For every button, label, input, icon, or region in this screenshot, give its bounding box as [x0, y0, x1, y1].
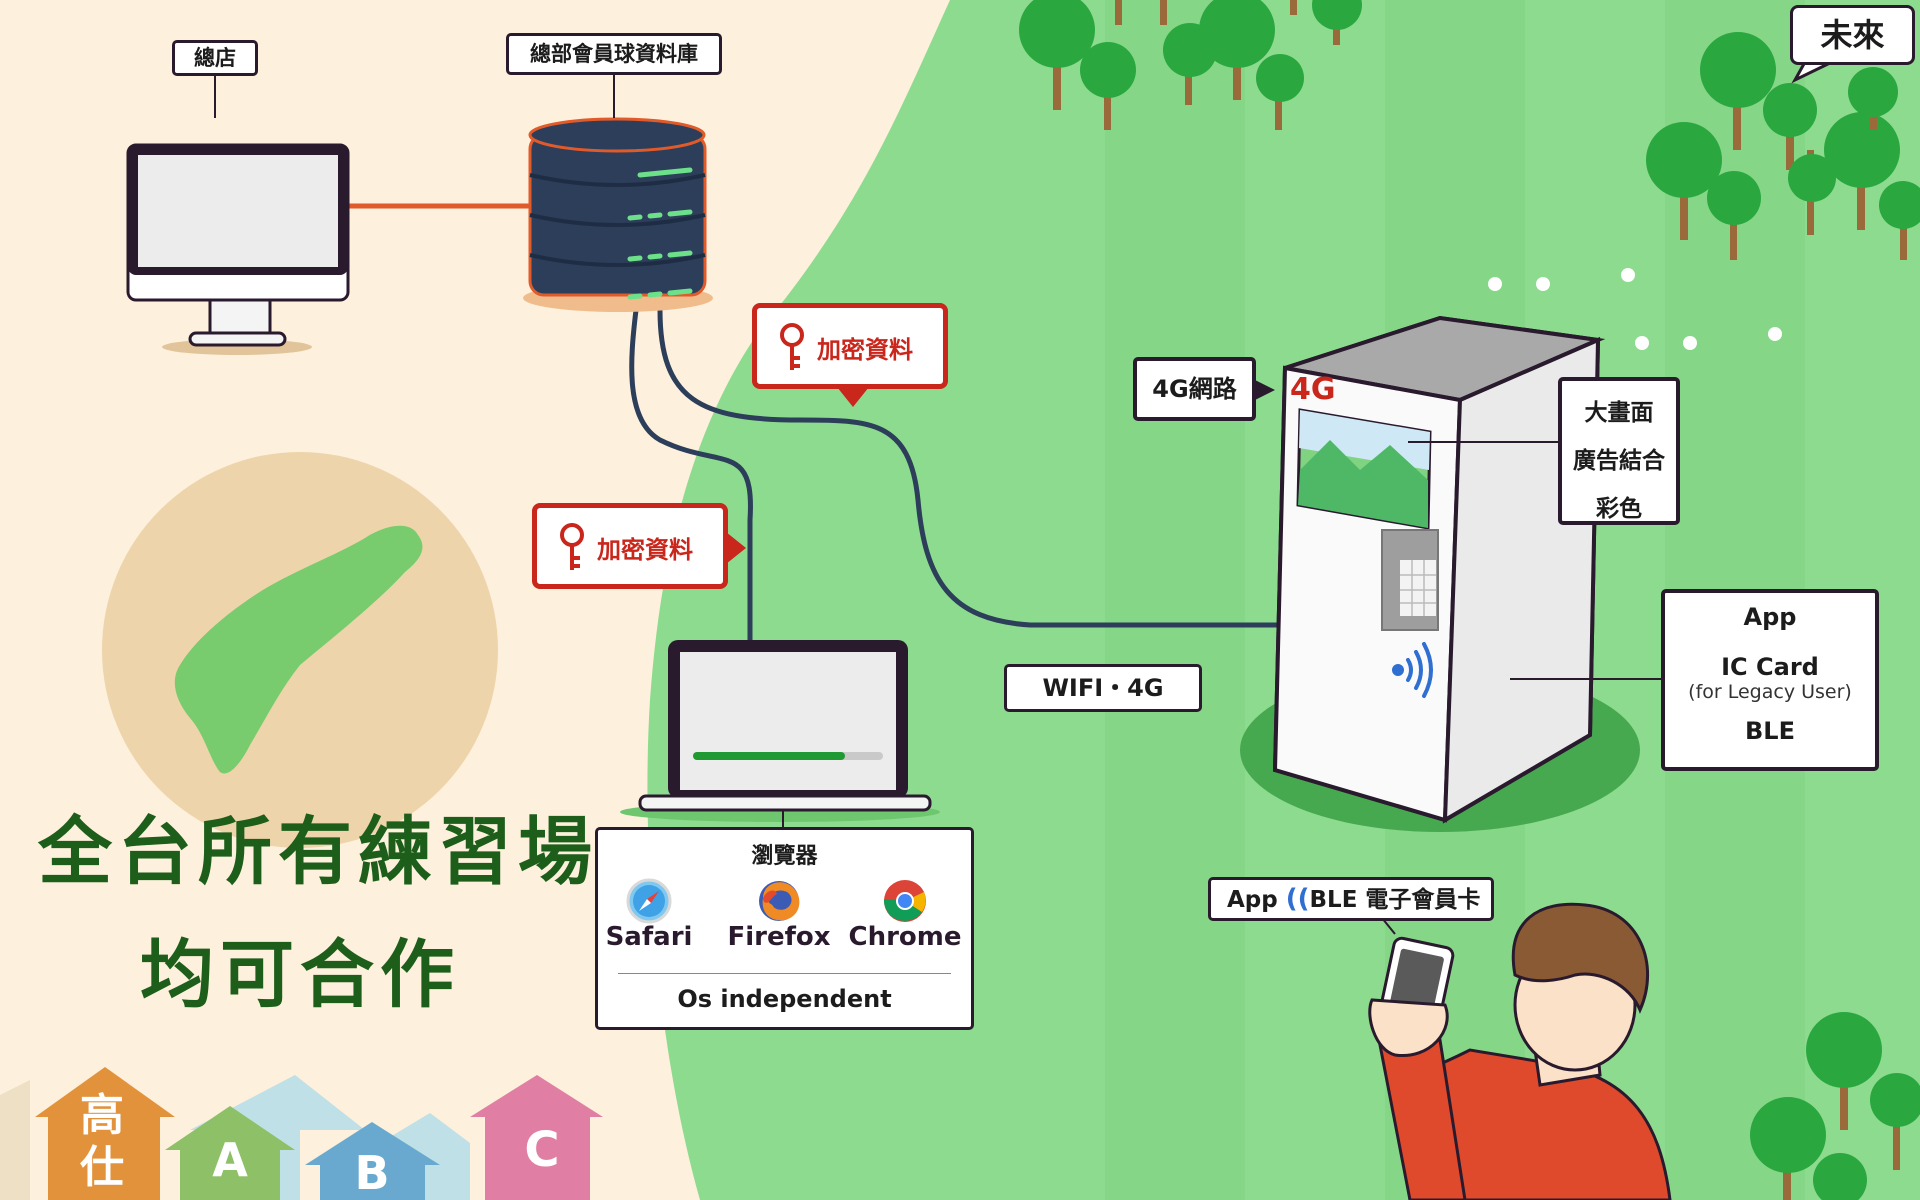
key-icon	[560, 523, 584, 570]
house-a	[165, 1106, 295, 1200]
tag-pointer-right	[726, 532, 746, 564]
screen-features-box: 大畫面 廣告結合 彩色	[1558, 377, 1680, 525]
decorative-dots	[1488, 268, 1782, 350]
feature-ble: BLE	[1745, 717, 1795, 745]
house-b	[305, 1122, 440, 1200]
network-4g-label: 4G網路	[1133, 357, 1256, 421]
feature-app: App	[1743, 603, 1797, 631]
browser-name-chrome: Chrome	[848, 922, 962, 952]
encrypted-data-tag-2: 加密資料	[532, 503, 746, 589]
house-label-gaoshi-2: 仕	[80, 1142, 124, 1193]
encrypted-data-text-1: 加密資料	[817, 336, 913, 364]
hq-database-label: 總部會員球資料庫	[506, 33, 722, 75]
safari-icon	[626, 878, 672, 924]
screen-feature-ads: 廣告結合	[1573, 448, 1665, 474]
feature-ic-card: IC Card	[1721, 653, 1819, 681]
house-gaoshi	[35, 1067, 175, 1200]
app-ble-card-label: App ((BLE 電子會員卡	[1208, 877, 1494, 921]
trees-top	[1019, 0, 1362, 130]
firefox-icon	[759, 881, 800, 921]
browser-box-title: 瀏覽器	[751, 844, 818, 869]
nfc-icon	[1392, 642, 1433, 698]
laptop	[620, 640, 940, 822]
browser-divider	[618, 973, 951, 974]
head-store-label: 總店	[172, 40, 258, 76]
db-kiosk-cable	[657, 309, 1280, 628]
wifi-4g-label: WIFI・4G	[1004, 664, 1202, 712]
trees-right	[1646, 32, 1920, 1200]
db-laptop-cable	[629, 309, 753, 650]
desktop-computer	[126, 143, 350, 355]
chrome-icon	[883, 880, 926, 922]
headline-line-2: 均可合作	[140, 932, 460, 1018]
tag-pointer-down	[837, 387, 869, 407]
ticket-kiosk	[1240, 315, 1640, 832]
key-icon	[780, 323, 804, 370]
house-label-a: A	[212, 1133, 248, 1187]
houses-row	[0, 1067, 603, 1200]
kiosk-4g-mark: 4G	[1290, 372, 1336, 407]
screen-feature-large: 大畫面	[1584, 400, 1654, 426]
os-independent-label: Os independent	[677, 985, 892, 1013]
house-label-gaoshi: 高 仕	[72, 1090, 132, 1194]
house-label-c: C	[524, 1122, 560, 1178]
house-c	[470, 1075, 603, 1200]
house-label-b: B	[354, 1146, 390, 1200]
encrypted-data-text-2: 加密資料	[597, 536, 693, 564]
browser-name-safari: Safari	[605, 922, 693, 952]
kiosk-features-box: App IC Card (for Legacy User) BLE	[1661, 589, 1879, 771]
person	[1368, 902, 1672, 1200]
app-ble-app-text: App	[1227, 887, 1278, 913]
encrypted-data-tag-1: 加密資料	[752, 303, 948, 407]
laptop-progress-fill	[693, 752, 845, 760]
database-server	[523, 117, 713, 312]
future-bubble: 未來	[1790, 5, 1915, 65]
taiwan-map	[174, 525, 423, 774]
house-label-gaoshi-1: 高	[80, 1090, 124, 1141]
browser-box: 瀏覽器 Safari Firefox Chrome Os independent	[595, 827, 974, 1030]
feature-legacy-note: (for Legacy User)	[1688, 681, 1852, 703]
screen-feature-color: 彩色	[1596, 496, 1642, 522]
ble-card-text: BLE 電子會員卡	[1309, 887, 1481, 913]
headline-line-1: 全台所有練習場	[38, 809, 598, 895]
browser-name-firefox: Firefox	[727, 922, 831, 952]
ble-signal-icon: ((	[1285, 884, 1310, 914]
